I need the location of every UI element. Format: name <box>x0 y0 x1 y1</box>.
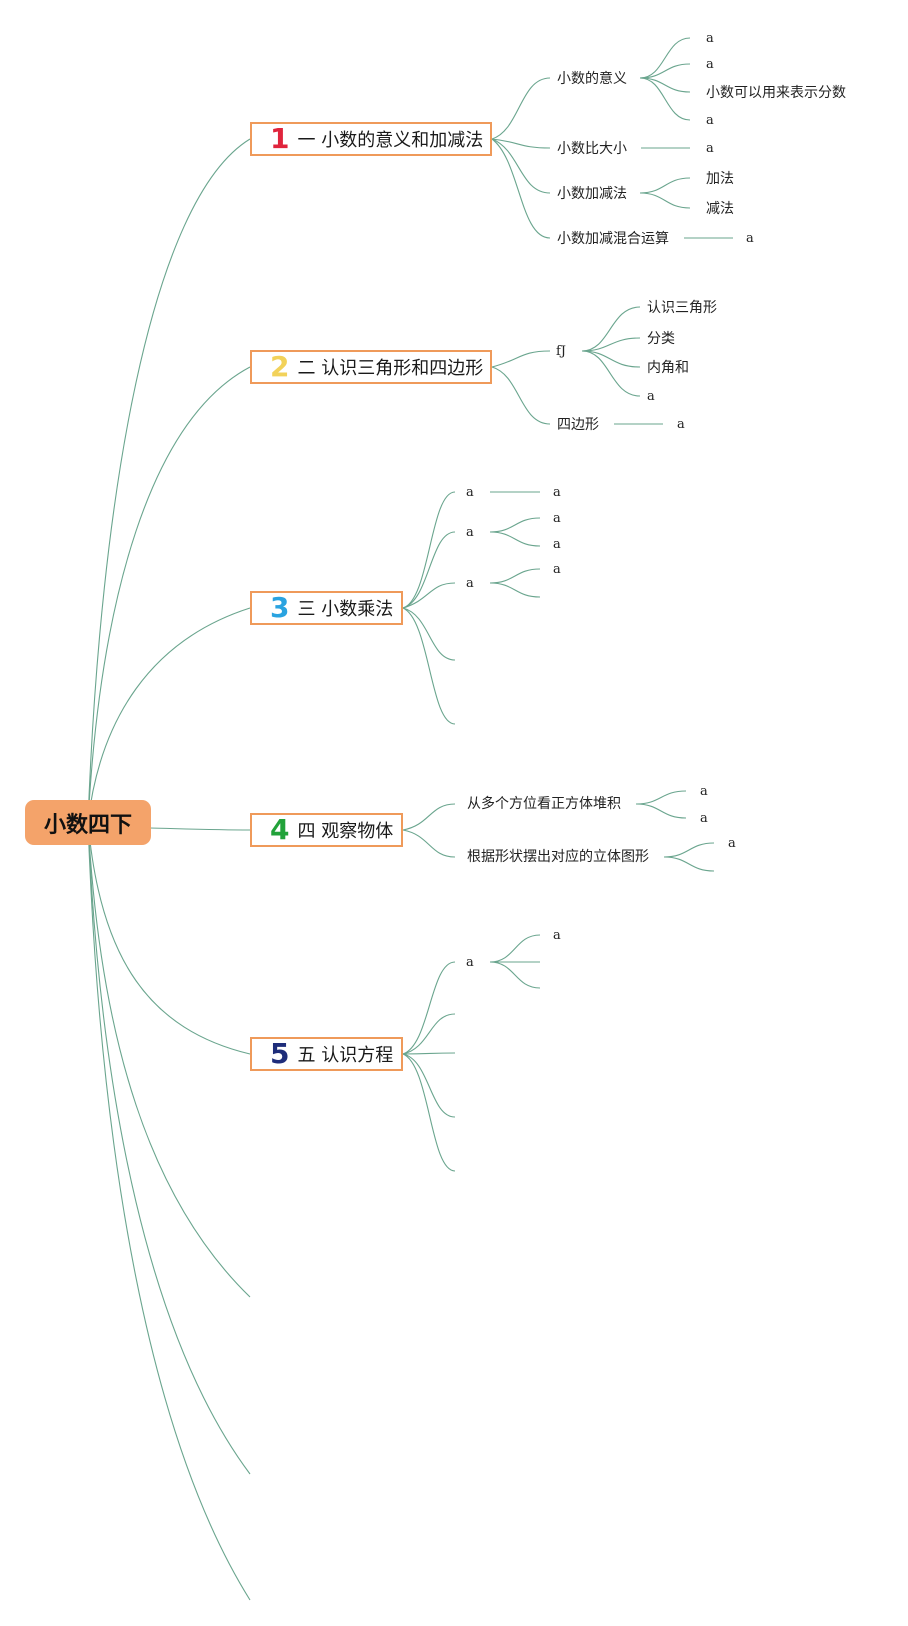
leaf-label[interactable]: 减法 <box>706 201 734 217</box>
leaf-label[interactable]: a <box>553 928 561 943</box>
connector <box>491 138 551 239</box>
leaf-label[interactable]: 认识三角形 <box>647 300 717 316</box>
connector <box>402 582 456 609</box>
connector <box>635 803 687 819</box>
leaf-label[interactable]: a <box>553 537 561 552</box>
topic-4[interactable]: 4 四 观察物体 <box>250 813 403 847</box>
connector <box>402 829 456 858</box>
topic-2-label: 二 认识三角形和四边形 <box>297 358 484 379</box>
connector <box>635 790 687 805</box>
connector <box>87 821 251 1475</box>
leaf-label[interactable]: 内角和 <box>647 360 689 376</box>
number-2-badge: 2 <box>270 350 290 383</box>
leaf-label[interactable]: a <box>677 417 685 432</box>
connector <box>402 1052 456 1055</box>
leaf-label[interactable]: 加法 <box>706 171 734 187</box>
leaf-label[interactable]: a <box>706 31 714 46</box>
connector <box>402 531 456 609</box>
connector <box>87 821 251 1055</box>
subtopic-label[interactable]: 小数加减法 <box>557 186 627 202</box>
topic-5-label: 五 认识方程 <box>297 1045 394 1066</box>
leaf-label[interactable]: a <box>700 784 708 799</box>
connector <box>639 63 691 79</box>
connector <box>581 306 641 352</box>
subtopic-label[interactable]: 四边形 <box>557 417 599 433</box>
connector <box>639 192 691 209</box>
subtopic-label[interactable]: 根据形状摆出对应的立体图形 <box>467 849 649 865</box>
leaf-label[interactable]: a <box>728 836 736 851</box>
connector <box>581 337 641 352</box>
leaf-label[interactable]: a <box>647 389 655 404</box>
connector <box>402 607 456 725</box>
connector <box>663 856 715 872</box>
connector <box>491 138 551 149</box>
connector <box>639 77 691 93</box>
connector <box>489 934 541 963</box>
topic-4-label: 四 观察物体 <box>297 821 394 842</box>
leaf-label[interactable]: a <box>706 57 714 72</box>
subtopic-label[interactable]: a <box>466 485 474 500</box>
connector <box>402 1053 456 1118</box>
connector <box>402 803 456 831</box>
connector <box>489 531 541 547</box>
connector <box>402 491 456 609</box>
connector <box>402 961 456 1055</box>
leaf-label[interactable]: 小数可以用来表示分数 <box>706 85 846 101</box>
connector <box>149 827 251 831</box>
leaf-label[interactable]: 分类 <box>647 331 675 347</box>
connector <box>489 517 541 533</box>
connector <box>87 366 251 823</box>
connector <box>489 961 541 989</box>
topic-1[interactable]: 1 一 小数的意义和加减法 <box>250 122 492 156</box>
number-5-badge: 5 <box>270 1037 290 1070</box>
connector <box>491 138 551 194</box>
connector <box>491 77 551 140</box>
connector <box>639 37 691 79</box>
connector <box>87 821 251 1298</box>
connector <box>87 821 251 1601</box>
subtopic-label[interactable]: a <box>466 576 474 591</box>
connector <box>402 607 456 661</box>
connector <box>491 366 551 425</box>
connector <box>87 607 251 823</box>
connector <box>402 1053 456 1172</box>
connector <box>489 568 541 584</box>
subtopic-label[interactable]: 小数加减混合运算 <box>557 231 669 247</box>
connector <box>402 1013 456 1055</box>
topic-1-label: 一 小数的意义和加减法 <box>297 130 484 151</box>
subtopic-label[interactable]: a <box>466 525 474 540</box>
subtopic-label[interactable]: 小数比大小 <box>557 141 627 157</box>
topic-3-label: 三 小数乘法 <box>297 599 394 620</box>
subtopic-label[interactable]: fJ <box>556 344 567 359</box>
topic-2[interactable]: 2 二 认识三角形和四边形 <box>250 350 492 384</box>
connector <box>87 138 251 823</box>
connector <box>639 177 691 194</box>
leaf-label[interactable]: a <box>553 511 561 526</box>
connector <box>581 350 641 368</box>
topic-5[interactable]: 5 五 认识方程 <box>250 1037 403 1071</box>
subtopic-label[interactable]: 小数的意义 <box>557 71 627 87</box>
number-3-badge: 3 <box>270 591 290 624</box>
subtopic-label[interactable]: a <box>466 955 474 970</box>
leaf-label[interactable]: a <box>706 113 714 128</box>
leaf-label[interactable]: a <box>746 231 754 246</box>
leaf-label[interactable]: a <box>706 141 714 156</box>
leaf-label[interactable]: a <box>700 811 708 826</box>
subtopic-label[interactable]: 从多个方位看正方体堆积 <box>467 796 621 812</box>
connector <box>663 842 715 858</box>
connector <box>639 77 691 121</box>
leaf-label[interactable]: a <box>553 485 561 500</box>
connector <box>489 582 541 598</box>
number-1-badge: 1 <box>270 122 290 155</box>
connector <box>491 350 551 368</box>
root-topic[interactable]: 小数四下 <box>25 800 151 845</box>
leaf-label[interactable]: a <box>553 562 561 577</box>
connector <box>581 350 641 397</box>
number-4-badge: 4 <box>270 813 290 846</box>
topic-3[interactable]: 3 三 小数乘法 <box>250 591 403 625</box>
